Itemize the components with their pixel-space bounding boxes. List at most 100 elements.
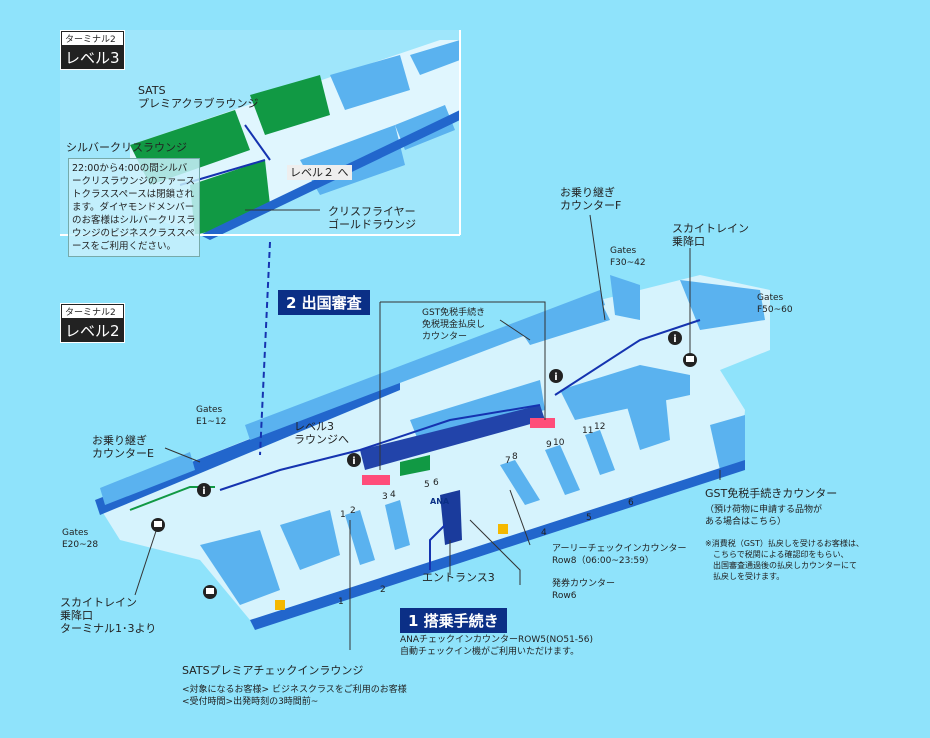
row-number: 11 — [582, 426, 594, 436]
label-line: 払戻しを受けます。 — [713, 572, 785, 581]
label-line: ※消費税（GST）払戻しを受けるお客様は、 — [705, 539, 864, 548]
level2-badge: ターミナル2 レベル2 — [60, 303, 125, 343]
transfer-counter-e-label: お乗り継ぎカウンターE — [92, 434, 154, 460]
label-line: 出国審査通過後の払戻しカウンターにて — [713, 561, 857, 570]
transfer-counter-f-label: お乗り継ぎカウンターF — [560, 186, 621, 212]
krisflyer-lounge-label: クリスフライヤーゴールドラウンジ — [328, 205, 416, 231]
row-number: 5 — [586, 513, 592, 523]
label-line: <受付時間>出発時刻の3時間前~ — [182, 697, 319, 707]
label-line: レベル3 — [294, 420, 334, 433]
label-line: ターミナル1･3より — [60, 622, 157, 635]
silver-kris-label: シルバークリスラウンジ — [66, 141, 187, 154]
level3-floor — [60, 30, 461, 240]
level2-floor — [95, 214, 770, 650]
row-number: 12 — [594, 422, 606, 432]
label-line: E1~12 — [196, 417, 227, 427]
gst-counter-sub: （預け荷物に申請する品物がある場合はこちら） — [705, 504, 822, 528]
label-line: スカイトレイン — [60, 596, 137, 609]
label-line: 自動チェックイン機がご利用いただけます。 — [400, 647, 580, 657]
label-line: Row8（06:00~23:59） — [552, 556, 654, 566]
label-line: ラウンジへ — [294, 433, 349, 446]
row-number: 8 — [512, 452, 518, 462]
label-line: Gates — [196, 405, 223, 415]
bus-icon — [203, 585, 217, 599]
row-number: 9 — [546, 440, 552, 450]
label-line: カウンター — [422, 332, 468, 342]
row-number: 2 — [350, 506, 356, 516]
entrance3-label: エントランス3 — [422, 571, 495, 584]
label-line: Gates — [62, 528, 89, 538]
label-line: 乗降口 — [672, 235, 705, 248]
row-number: 7 — [505, 456, 511, 466]
step1-checkin: 1 搭乗手続き — [400, 608, 507, 633]
info-icon: i — [549, 369, 563, 383]
gst-note: ※消費税（GST）払戻しを受けるお客様は、こちらで税関による確認印をもらい、出国… — [705, 538, 864, 582]
label-line: アーリーチェックインカウンター — [552, 544, 687, 554]
label-line: E20~28 — [62, 540, 99, 550]
label-line: プレミアクラブラウンジ — [138, 97, 259, 110]
label-line: 乗降口 — [60, 609, 93, 622]
early-checkin-label: アーリーチェックインカウンター Row8（06:00~23:59） — [552, 543, 686, 567]
row-number: 6 — [433, 478, 439, 488]
row-number: 1 — [340, 510, 346, 520]
skytrain-right-label: スカイトレイン乗降口 — [672, 222, 749, 248]
gst-refund-counter-label: GST免税手続き免税現金払戻しカウンター — [422, 307, 485, 343]
label-line: ゴールドラウンジ — [328, 218, 416, 231]
label-line: カウンターF — [560, 199, 622, 212]
silver-kris-note: 22:00から4:00の間シルバークリスラウンジのファーストクラススペースは閉鎖… — [68, 158, 200, 257]
ana-logo: ANA — [430, 497, 450, 506]
label-line: カウンターE — [92, 447, 154, 460]
label-line: こちらで税関による確認印をもらい、 — [713, 550, 849, 559]
step1-note: ANAチェックインカウンターROW5(NO51-56) 自動チェックイン機がご利用… — [400, 634, 593, 658]
label-line: 発券カウンター — [552, 579, 616, 589]
train-icon — [151, 518, 165, 532]
level-label: レベル3 — [65, 49, 120, 67]
row-number: 4 — [390, 490, 396, 500]
terminal-label: ターミナル2 — [62, 305, 123, 318]
sats-checkin-note: <対象になるお客様> ビジネスクラスをご利用のお客様 <受付時間>出発時刻の3時間… — [182, 684, 407, 708]
label-line: お乗り継ぎ — [92, 434, 147, 447]
row-number: 5 — [424, 480, 430, 490]
restaurant-icon — [275, 600, 285, 610]
row-number: 6 — [628, 498, 634, 508]
sats-checkin-lounge-label: SATSプレミアチェックインラウンジ — [182, 664, 364, 677]
gst-counter-label: GST免税手続きカウンター — [705, 487, 838, 500]
label-line: Gates — [610, 246, 637, 256]
row-number: 1 — [338, 597, 344, 607]
svg-text:i: i — [202, 486, 205, 497]
row-number: 3 — [382, 492, 388, 502]
row-number: 2 — [380, 585, 386, 595]
label-line: スカイトレイン — [672, 222, 749, 235]
info-icon: i — [197, 483, 211, 497]
label-line: F50~60 — [757, 305, 793, 315]
label-line: 免税現金払戻し — [422, 320, 486, 330]
svg-text:i: i — [352, 456, 355, 467]
label-line: <対象になるお客様> ビジネスクラスをご利用のお客様 — [182, 685, 407, 695]
label-line: SATS — [138, 84, 166, 97]
label-line: お乗り継ぎ — [560, 186, 615, 199]
label-line: F30~42 — [610, 258, 646, 268]
label-line: （預け荷物に申請する品物が — [705, 505, 823, 515]
svg-text:i: i — [673, 334, 676, 345]
step2-immigration: 2 出国審査 — [278, 290, 370, 315]
label-line: クリスフライヤー — [328, 205, 416, 218]
info-icon: i — [668, 331, 682, 345]
row-number: 4 — [541, 528, 547, 538]
restaurant-icon — [498, 524, 508, 534]
to-level2-label: レベル２ へ — [287, 165, 352, 180]
train-icon — [683, 353, 697, 367]
level3-badge: ターミナル2 レベル3 — [60, 30, 125, 70]
label-line: ANAチェックインカウンターROW5(NO51-56) — [400, 635, 593, 645]
row-number: 10 — [553, 438, 565, 448]
terminal-label: ターミナル2 — [62, 32, 123, 45]
info-icon: i — [347, 453, 361, 467]
skytrain-left-label: スカイトレイン乗降口ターミナル1･3より — [60, 596, 156, 635]
label-line: GST免税手続き — [422, 308, 486, 318]
